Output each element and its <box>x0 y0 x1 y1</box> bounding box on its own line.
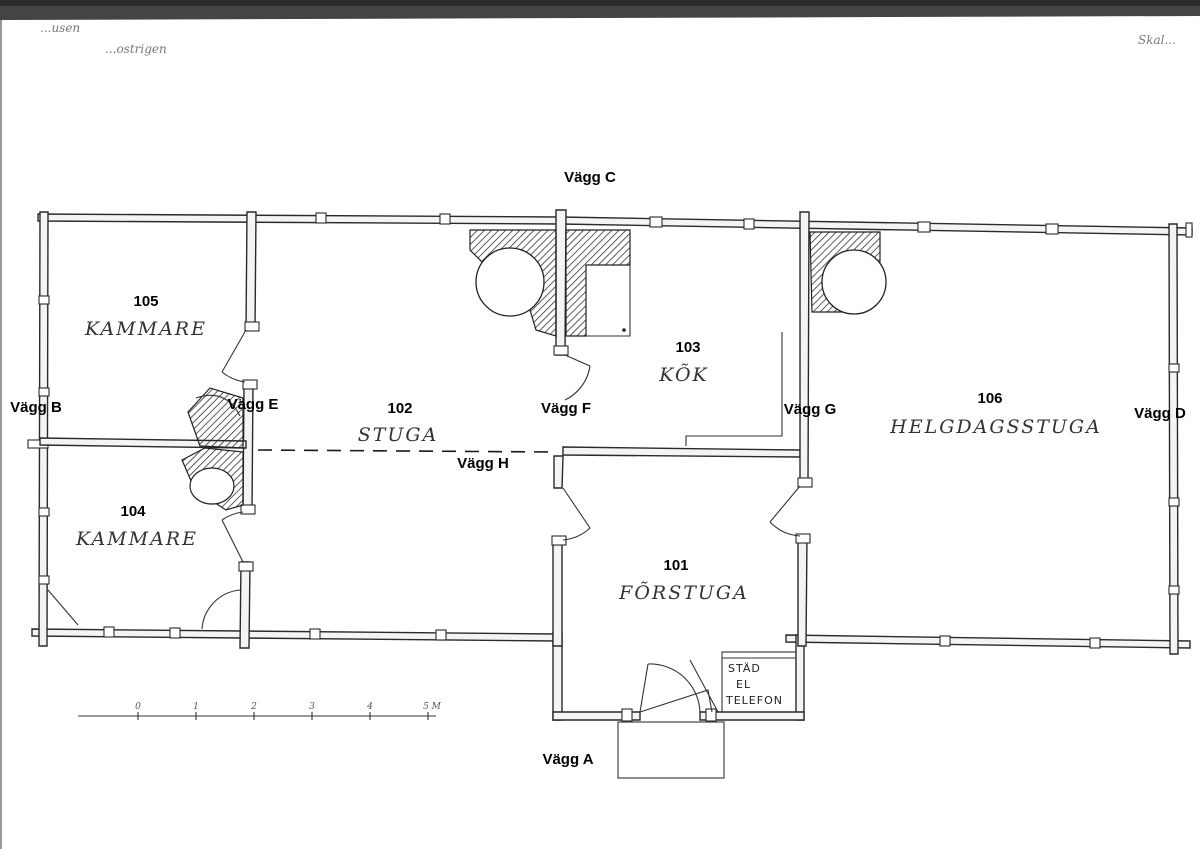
closet-label-el: EL <box>736 678 751 691</box>
room-104-number: 104 <box>120 503 146 520</box>
kitchen-counter <box>685 332 783 446</box>
room-101-number: 101 <box>663 557 688 574</box>
scale-tick-4: 4 <box>366 702 373 712</box>
wall-label-f: Vägg F <box>541 400 591 417</box>
room-103-number: 103 <box>675 339 700 356</box>
scale-tick-5: 5 M <box>423 702 442 712</box>
wall-label-h: Vägg H <box>457 455 509 472</box>
closet-label-stad: STÄD <box>728 662 761 675</box>
handwriting-right: Skal... <box>1138 33 1176 47</box>
stove-kammare <box>181 387 244 511</box>
closet-label-telefon: TELEFON <box>725 694 783 707</box>
room-102-number: 102 <box>387 400 412 417</box>
wall-label-d: Vägg D <box>1134 405 1186 422</box>
wall-labels: Vägg C Vägg B Vägg E Vägg F Vägg G Vägg … <box>10 169 1186 768</box>
wall-label-b: Vägg B <box>10 399 62 416</box>
room-104-name: KAMMARE <box>75 528 198 550</box>
handwritten-notes: ...usen ...ostrigen Skal... <box>40 21 1176 56</box>
scale-tick-3: 3 <box>309 702 315 712</box>
wall-label-a: Vägg A <box>542 751 593 768</box>
room-102-name: STUGA <box>358 424 439 446</box>
room-labels: 105 KAMMARE 104 KAMMARE 102 STUGA 103 KÕ… <box>75 293 1102 604</box>
fireplace-kitchen <box>469 229 631 337</box>
wall-label-g: Vägg G <box>784 401 837 418</box>
wall-label-e: Vägg E <box>228 396 279 413</box>
wall-joints <box>27 212 1193 722</box>
scale-tick-0: 0 <box>135 702 141 712</box>
doors <box>47 329 801 713</box>
room-101-name: FÕRSTUGA <box>618 581 749 604</box>
room-105-number: 105 <box>133 293 158 310</box>
room-106-number: 106 <box>977 390 1002 407</box>
scale-tick-1: 1 <box>193 702 199 712</box>
scale-bar: 0 1 2 3 4 5 M <box>78 702 442 720</box>
wall-label-c: Vägg C <box>564 169 616 186</box>
fireplace-helgdagsstuga <box>809 231 887 315</box>
room-106-name: HELGDAGSSTUGA <box>889 416 1102 438</box>
scale-tick-2: 2 <box>250 702 257 712</box>
closet: STÄD EL TELEFON <box>721 651 797 713</box>
interior-walls <box>39 209 813 649</box>
handwriting-left-2: ...ostrigen <box>105 42 167 56</box>
handwriting-left-1: ...usen <box>40 21 80 35</box>
room-103-name: KÕK <box>658 363 708 386</box>
room-105-name: KAMMARE <box>84 318 207 340</box>
outer-walls <box>31 211 1193 779</box>
